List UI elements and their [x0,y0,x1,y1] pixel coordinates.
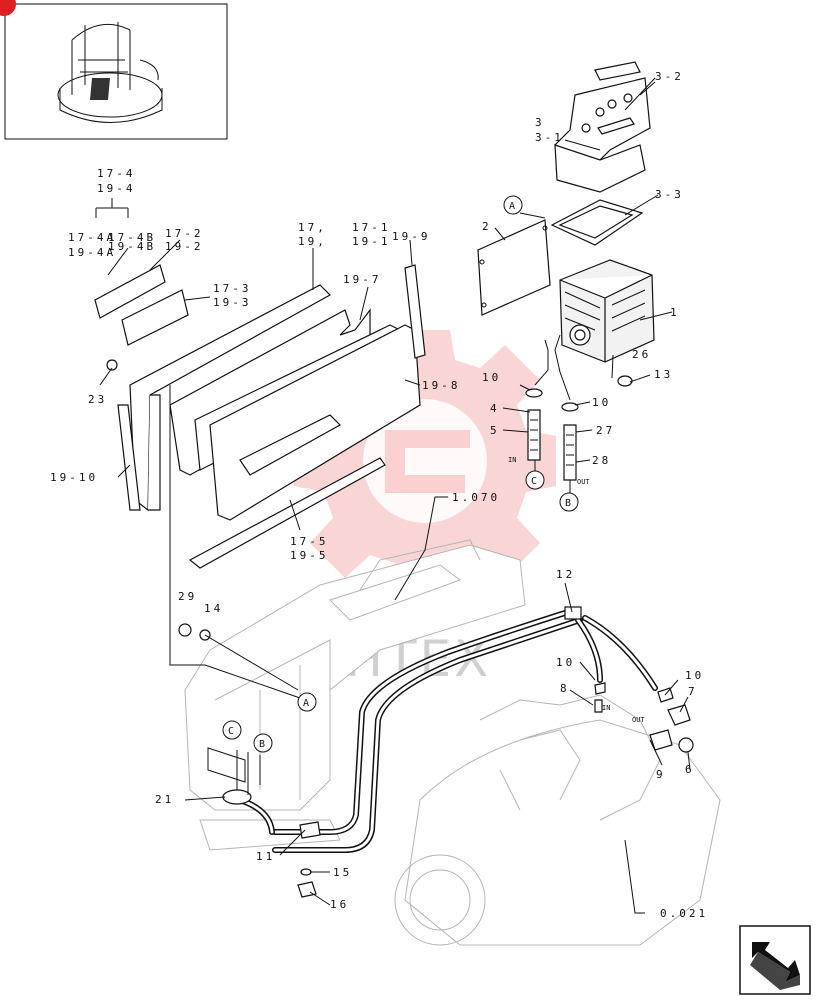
part-labels: 3-2 3 3-1 3-3 2 1 26 13 10 10 4 5 27 28 … [50,70,708,920]
callout-a-top: A [503,195,523,215]
callout-c-top: C [525,470,545,490]
label-19-4: 19-4 [97,182,136,195]
label-16: 16 [330,898,349,911]
label-10-c: 10 [556,656,575,669]
label-17-2: 17-2 [165,227,204,240]
svg-text:A: A [509,201,515,212]
label-12: 12 [556,568,575,581]
label-28: 28 [592,454,611,467]
label-17-5: 17-5 [290,535,329,548]
machine-thumbnail[interactable] [0,0,228,140]
label-4: 4 [490,402,500,415]
svg-text:C: C [531,476,537,487]
heater-cover-3 [554,61,651,193]
water-hoses [222,606,694,898]
label-15: 15 [333,866,352,879]
label-6: 6 [685,763,695,776]
svg-text:B: B [565,498,571,509]
label-19-2: 19-2 [165,240,204,253]
label-19-7: 19-7 [343,273,382,286]
label-1: 1 [670,306,680,319]
label-14: 14 [204,602,223,615]
label-3-2: 3-2 [655,70,684,83]
label-17-4: 17-4 [97,167,136,180]
heater-unit-1 [559,259,655,363]
label-19-1: 19-1 [352,235,391,248]
label-3: 3 [535,116,545,129]
label-17-4a: 17-4A [68,231,116,244]
callout-a-bottom: A [297,692,317,712]
gasket-3-3 [550,199,644,246]
label-17: 17, [298,221,327,234]
callout-c-bottom: C [222,720,242,740]
port-in-right: IN [602,704,610,712]
leader-lines [95,77,691,914]
label-19-3: 19-3 [213,296,252,309]
port-out-left: OUT [577,478,590,486]
label-19-10: 19-10 [50,471,98,484]
machine-thumbnail-icon [57,22,163,123]
svg-text:B: B [259,739,265,750]
label-11: 11 [256,850,275,863]
label-19-9: 19-9 [392,230,431,243]
label-3-1: 3-1 [535,131,564,144]
next-page-button[interactable] [739,925,811,995]
label-5: 5 [490,424,500,437]
label-19-8: 19-8 [422,379,461,392]
label-19-4a: 19-4A [68,246,116,259]
label-19: 19, [298,235,327,248]
next-page-arrow-icon [750,942,800,990]
side-panels [94,264,426,641]
svg-text:C: C [228,726,234,737]
label-8: 8 [560,682,570,695]
bracket-2 [477,219,551,316]
callout-b-bottom: B [253,733,273,753]
callout-b-top: B [559,492,579,512]
port-out-right: OUT [632,716,645,724]
label-10-a: 10 [482,371,501,384]
label-23: 23 [88,393,107,406]
label-26: 26 [632,348,651,361]
label-17-3: 17-3 [213,282,252,295]
label-13: 13 [654,368,673,381]
label-1-070: 1.070 [452,491,500,504]
label-27: 27 [596,424,615,437]
port-in-left: IN [508,456,516,464]
label-19-5: 19-5 [290,549,329,562]
label-21: 21 [155,793,174,806]
label-9: 9 [656,768,666,781]
label-3-3: 3-3 [655,188,684,201]
label-10-d: 10 [685,669,704,682]
label-17-4b: 17-4B [108,231,156,244]
label-7: 7 [688,685,698,698]
label-19-4b: 19-4B [108,240,156,253]
label-17-1: 17-1 [352,221,391,234]
svg-text:A: A [303,698,309,709]
label-0-021: 0.021 [660,907,708,920]
label-29: 29 [178,590,197,603]
label-10-b: 10 [592,396,611,409]
label-2: 2 [482,220,492,233]
heater-hoses [525,375,633,481]
